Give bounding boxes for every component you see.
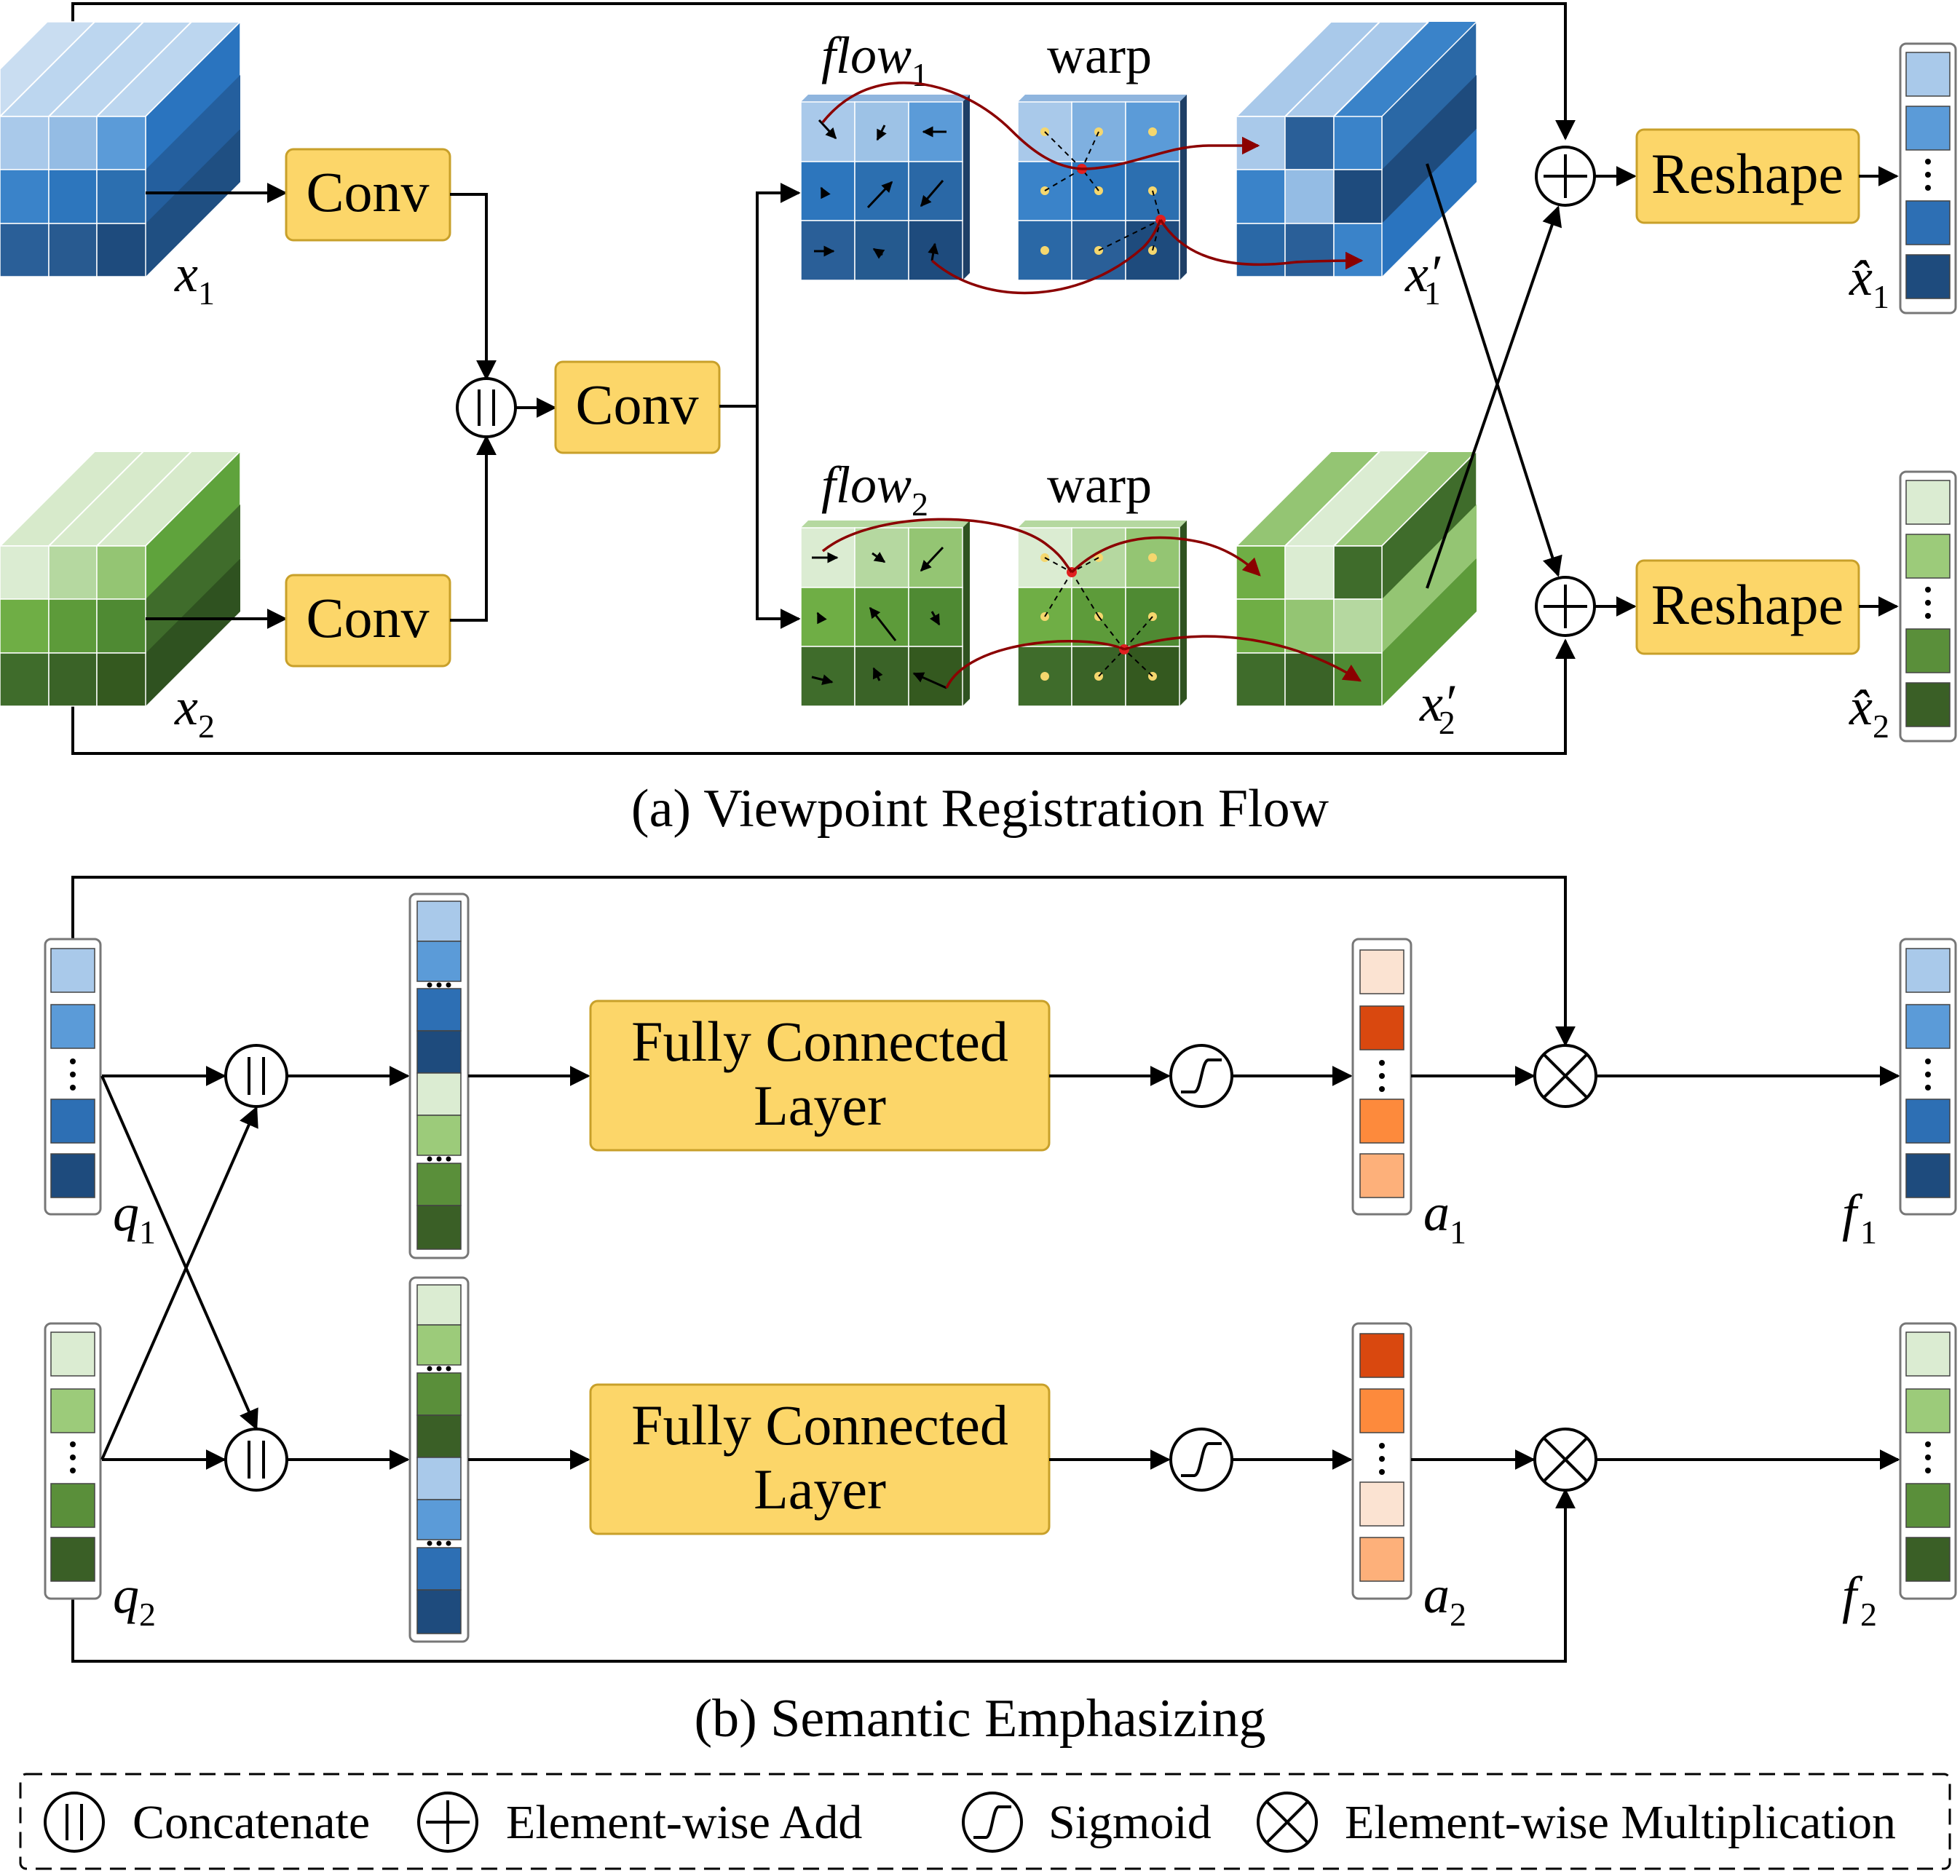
add-icon-1	[1535, 146, 1596, 207]
multiply-icon	[1533, 1428, 1597, 1492]
label-x1-prime: x′1	[1404, 245, 1441, 312]
svg-text:Reshape: Reshape	[1651, 142, 1844, 205]
label-a2: a2	[1423, 1566, 1466, 1633]
legend-sigmoid: Sigmoid	[962, 1792, 1212, 1853]
vector-f1	[1899, 938, 1957, 1216]
svg-text:Concatenate: Concatenate	[133, 1796, 370, 1849]
cube-x2	[0, 450, 242, 708]
label-x2: x2	[174, 678, 215, 745]
label-x2-hat: x̂2	[1849, 678, 1889, 745]
add-icon-2	[1535, 576, 1596, 637]
label-a1: a1	[1423, 1184, 1466, 1251]
concatenate-icon	[44, 1792, 105, 1853]
reshape-box-2: Reshape	[1635, 559, 1860, 655]
cube-x1-prime	[1234, 20, 1479, 278]
vector-concat-2	[408, 1276, 470, 1643]
label-flow1: flow1	[821, 26, 928, 93]
label-x1: x1	[174, 245, 215, 312]
line-conv1-concat	[450, 193, 497, 381]
sigmoid-icon	[1169, 1044, 1233, 1108]
vector-q1	[44, 938, 102, 1216]
cross-line-x2p-add1	[1426, 205, 1562, 589]
svg-text:Fully Connected: Fully Connected	[631, 1393, 1008, 1457]
line-conv2-concat	[450, 435, 497, 622]
multiply-icon	[1533, 1044, 1597, 1108]
fc-layer-box-2: Fully Connected Layer	[589, 1383, 1051, 1535]
part-a: x1 x2 Conv Conv	[0, 2, 1957, 839]
flow2-grid	[800, 521, 970, 707]
svg-text:Layer: Layer	[754, 1074, 886, 1137]
reshape-box-1: Reshape	[1635, 128, 1860, 224]
arrow-to-flow1	[756, 183, 801, 406]
svg-text:Conv: Conv	[306, 586, 429, 649]
arrow-to-flow2	[756, 406, 801, 629]
arrow-q1-concat2	[100, 1075, 258, 1430]
sigmoid-icon	[962, 1792, 1023, 1853]
skip-line-q1	[71, 876, 1576, 1047]
vector-concat-1	[408, 893, 470, 1259]
label-warp2: warp	[1047, 456, 1152, 514]
legend-multiply: Element-wise Multiplication	[1257, 1792, 1896, 1853]
warp-arrows	[821, 82, 1364, 689]
legend-add: Element-wise Add	[417, 1792, 862, 1853]
label-flow2: flow2	[821, 456, 928, 523]
vector-a2	[1351, 1322, 1412, 1600]
label-x1-hat: x̂1	[1849, 248, 1889, 315]
label-q2: q2	[113, 1566, 156, 1633]
legend-concatenate: Concatenate	[44, 1792, 370, 1853]
sigmoid-icon	[1169, 1428, 1233, 1492]
svg-text:Conv: Conv	[575, 373, 698, 436]
cross-line-x1p-add2	[1426, 163, 1562, 577]
cube-x1	[0, 20, 242, 278]
svg-text:Element-wise Add: Element-wise Add	[506, 1796, 862, 1849]
svg-text:Conv: Conv	[306, 160, 429, 223]
svg-text:Layer: Layer	[754, 1457, 886, 1521]
vector-f2	[1899, 1322, 1957, 1600]
label-warp1: warp	[1047, 26, 1152, 84]
fc-layer-box-1: Fully Connected Layer	[589, 1000, 1051, 1152]
svg-text:Fully Connected: Fully Connected	[631, 1010, 1008, 1073]
legend: Concatenate Element-wise Add Sigmoid	[19, 1773, 1951, 1870]
skip-line-x2	[71, 638, 1576, 755]
part-b: q1 q2	[44, 876, 1957, 1749]
concatenate-icon	[224, 1044, 288, 1108]
svg-text:Element-wise Multiplication: Element-wise Multiplication	[1345, 1796, 1896, 1849]
label-x2-prime: x′2	[1419, 674, 1455, 741]
add-icon	[417, 1792, 478, 1853]
label-q1: q1	[113, 1184, 156, 1251]
skip-line-q2	[71, 1488, 1576, 1663]
warp2-grid	[1017, 521, 1187, 707]
flow1-grid	[800, 95, 970, 281]
warp1-grid	[1017, 95, 1187, 281]
multiply-icon	[1257, 1792, 1318, 1853]
conv-box-3: Conv	[554, 360, 721, 454]
concatenate-icon	[224, 1428, 288, 1492]
svg-text:Sigmoid: Sigmoid	[1048, 1796, 1212, 1849]
caption-a: (a) Viewpoint Registration Flow	[631, 779, 1329, 839]
arrow-q2-concat1	[100, 1106, 258, 1460]
cube-x2-prime	[1234, 450, 1479, 708]
vector-x1-hat	[1899, 42, 1957, 314]
vector-q2	[44, 1322, 102, 1600]
svg-text:Reshape: Reshape	[1651, 573, 1844, 636]
vector-a1	[1351, 938, 1412, 1216]
conv-box-2: Conv	[285, 574, 451, 668]
conv-box-1: Conv	[285, 148, 451, 242]
caption-b: (b) Semantic Emphasizing	[694, 1689, 1265, 1749]
vector-x2-hat	[1899, 470, 1957, 743]
concatenate-icon	[456, 377, 517, 438]
